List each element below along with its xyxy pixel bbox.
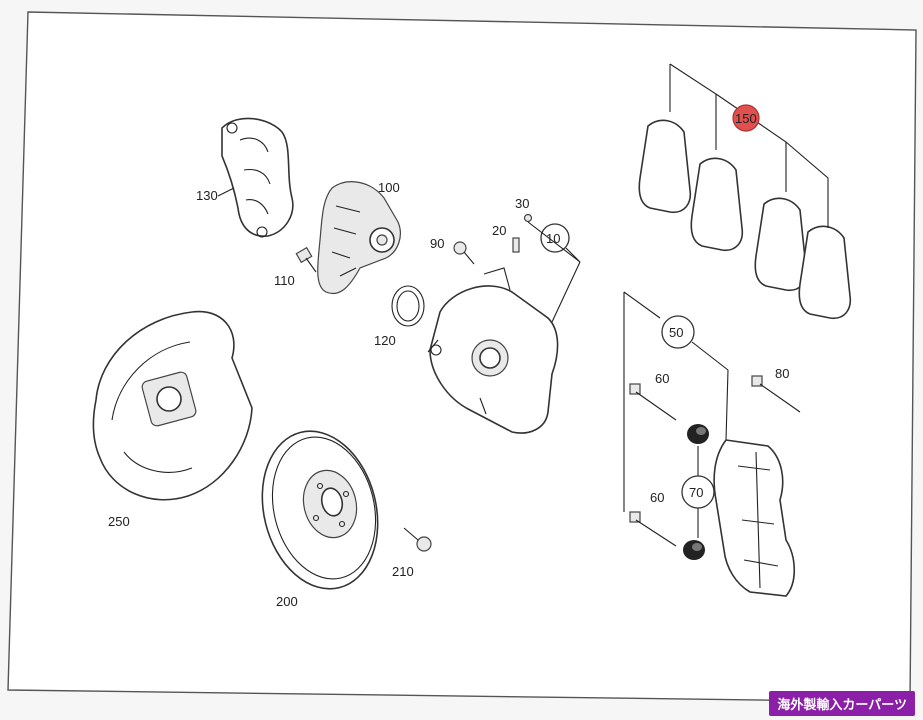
- part-30: [523, 213, 533, 223]
- label-200: 200: [276, 594, 298, 609]
- callout-150-highlight: [732, 104, 760, 132]
- part-20: [512, 237, 520, 253]
- label-250: 250: [108, 514, 130, 529]
- caliper-carrier: [713, 439, 796, 597]
- label-110: 110: [274, 273, 295, 288]
- part-250-dust-shield: [92, 310, 253, 501]
- label-60-upper: 60: [655, 371, 669, 386]
- label-120: 120: [374, 333, 396, 348]
- label-90: 90: [430, 236, 444, 251]
- part-150-brake-pads: [638, 119, 852, 320]
- part-100: [317, 181, 401, 295]
- bushing-lower: [683, 540, 705, 560]
- part-110: [295, 246, 317, 273]
- watermark-badge: 海外製輸入カーパーツ: [769, 691, 915, 716]
- bushing-upper: [687, 424, 709, 444]
- label-130: 130: [196, 188, 218, 203]
- label-60-lower: 60: [650, 490, 664, 505]
- label-210: 210: [392, 564, 414, 579]
- part-210-screw: [403, 527, 432, 552]
- label-50: 50: [669, 325, 683, 340]
- part-90: [453, 241, 475, 265]
- part-60-upper: [629, 383, 677, 421]
- label-10: 10: [546, 231, 560, 246]
- part-130: [221, 117, 294, 238]
- label-30: 30: [515, 196, 529, 211]
- label-20: 20: [492, 223, 506, 238]
- label-150: 150: [735, 111, 757, 126]
- callout-50: [661, 315, 695, 349]
- label-100: 100: [378, 180, 400, 195]
- callout-10: [540, 223, 570, 253]
- part-120: [391, 285, 425, 327]
- part-80: [751, 375, 801, 413]
- label-80: 80: [775, 366, 789, 381]
- part-60-lower: [629, 511, 677, 547]
- label-70: 70: [689, 485, 703, 500]
- part-200-brake-disc: [261, 430, 379, 590]
- caliper-body: [427, 267, 559, 434]
